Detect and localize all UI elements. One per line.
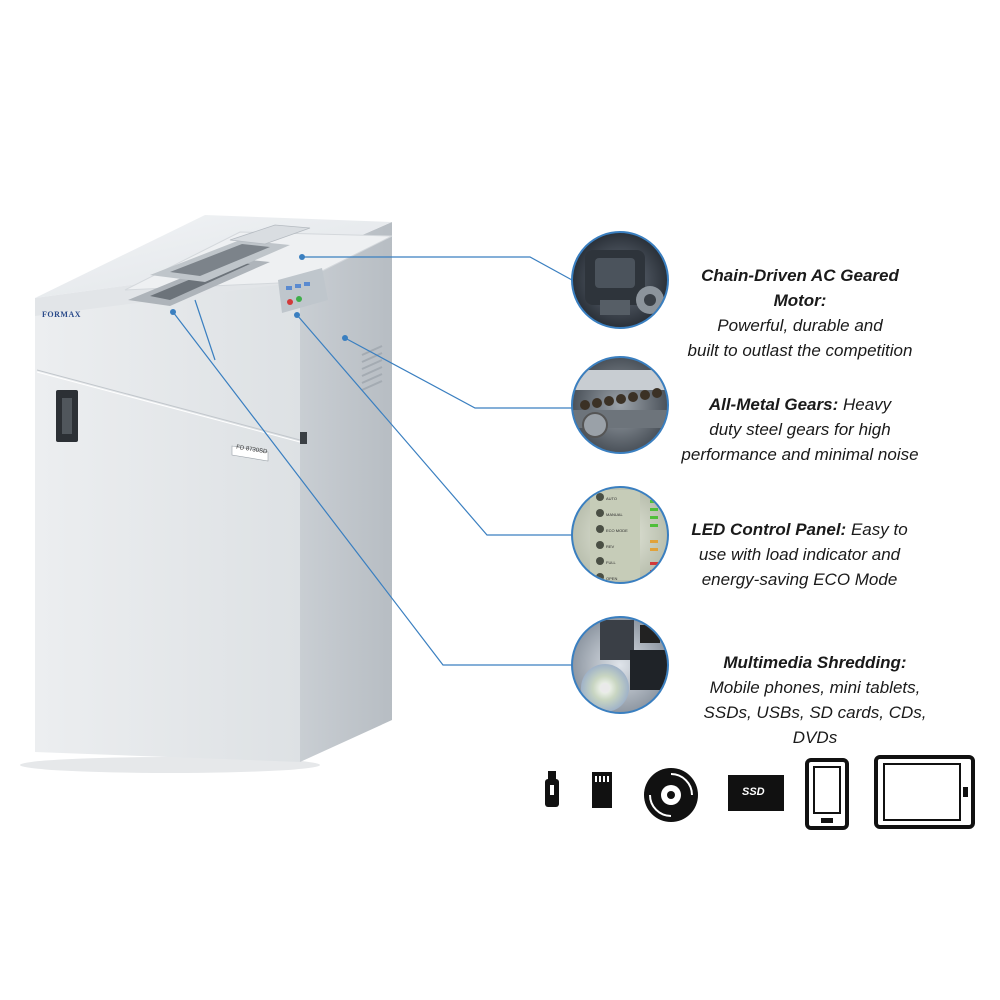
panel-led-blue — [286, 286, 292, 290]
panel-label-eco: ECO MODE — [606, 528, 628, 533]
panel-label-open: OPEN — [606, 576, 618, 581]
paper-slot — [170, 244, 270, 276]
door-lock — [300, 432, 307, 444]
feature-led-panel: LED Control Panel: Easy to use with load… — [672, 517, 927, 592]
ssd-icon — [728, 775, 784, 811]
feature-title: Chain-Driven AC Geared Motor: — [701, 266, 899, 310]
panel-led-red — [287, 299, 293, 305]
top-label — [229, 224, 311, 245]
floor-shadow — [20, 757, 320, 773]
brand-logo: FORMAX — [42, 310, 81, 319]
tablet-icon — [874, 755, 975, 829]
feature-multimedia: Multimedia Shredding: Mobile phones, min… — [680, 650, 950, 750]
feature-line: Easy to — [850, 520, 908, 539]
feature-gears: All-Metal Gears: Heavy duty steel gears … — [675, 392, 925, 467]
feature-title: LED Control Panel: — [691, 520, 847, 539]
feature-title: Multimedia Shredding: — [723, 653, 907, 672]
callout-lines — [172, 256, 573, 666]
mobile-phone-icon — [805, 758, 849, 830]
motor-photo-icon — [571, 231, 669, 329]
feature-motor: Chain-Driven AC Geared Motor: Powerful, … — [675, 263, 925, 363]
model-badge — [231, 445, 269, 462]
feature-line: use with load indicator and — [698, 545, 901, 564]
feature-line: energy-saving ECO Mode — [701, 570, 898, 589]
feature-line: duty steel gears for high — [709, 420, 891, 439]
cabinet-side — [300, 222, 392, 762]
callout-line-panel — [296, 314, 573, 536]
feature-line: Mobile phones, mini tablets, — [709, 678, 921, 697]
panel-label-auto: AUTO — [606, 496, 618, 501]
control-panel-photo-icon — [571, 486, 669, 584]
callout-line-multimedia — [172, 311, 573, 666]
feature-line: Heavy — [842, 395, 892, 414]
feature-line: Powerful, durable and — [717, 316, 883, 335]
cabinet-front — [35, 262, 300, 762]
panel-led-green — [296, 296, 302, 302]
multimedia-photo-icon — [571, 616, 669, 714]
sd-card-icon — [592, 772, 612, 808]
feature-line: SSDs, USBs, SD cards, CDs, DVDs — [703, 703, 927, 747]
callout-line-gears — [344, 337, 573, 409]
panel-label-manual: MANUAL — [606, 512, 623, 517]
panel-label-rev: REV — [606, 544, 615, 549]
usb-drive-icon — [545, 771, 559, 807]
panel-label-full: FULL — [606, 560, 616, 565]
side-vents — [361, 345, 383, 391]
feature-line: built to outlast the competition — [687, 341, 913, 360]
feature-line: performance and minimal noise — [681, 445, 919, 464]
callout-line-motor — [302, 256, 573, 281]
panel-button-labels: AUTO MANUAL ECO MODE REV FULL OPEN — [606, 491, 646, 587]
door-seam — [36, 369, 301, 441]
gears-photo-icon — [571, 356, 669, 454]
feature-title: All-Metal Gears: — [708, 395, 839, 414]
cd-dvd-icon — [644, 768, 698, 822]
ssd-icon-label: SSD — [742, 786, 765, 798]
